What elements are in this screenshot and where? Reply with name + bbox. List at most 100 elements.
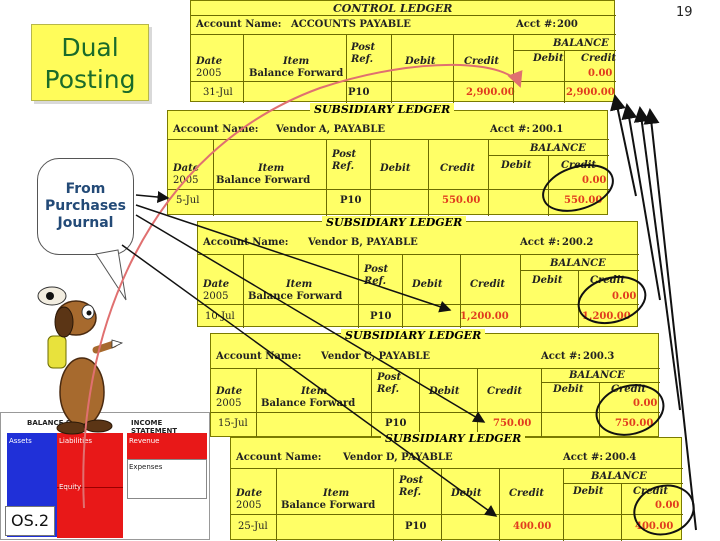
ref-header: Ref. — [332, 161, 355, 172]
income-statement-label: INCOME STATEMENT — [131, 419, 178, 435]
subsidiary-ledger-vendor-b: SUBSIDIARY LEDGER Account Name: Vendor B… — [197, 216, 639, 328]
liabilities-block — [57, 433, 123, 487]
assets-label: Assets — [9, 437, 32, 445]
account-name: ACCOUNTS PAYABLE — [291, 19, 411, 30]
entry-ref: P10 — [370, 311, 392, 322]
entry-balance: 2,900.00 — [566, 87, 615, 98]
date-header: Date — [236, 488, 263, 499]
highlight-oval-vendor-d — [633, 484, 695, 536]
debit-header: Debit — [429, 386, 460, 397]
control-ledger: CONTROL LEDGER Account Name: ACCOUNTS PA… — [190, 0, 616, 103]
objective-label: OS.2 — [5, 506, 55, 536]
entry-credit: 750.00 — [493, 418, 532, 429]
ref-header: Ref. — [351, 54, 374, 65]
ledger-caption: SUBSIDIARY LEDGER — [381, 432, 526, 445]
arrow-a-to-control — [610, 94, 637, 197]
item-header: Item — [283, 56, 310, 67]
entry-ref: P10 — [385, 418, 407, 429]
expenses-label: Expenses — [129, 463, 163, 471]
arrow-to-vendor-c — [135, 214, 486, 423]
entry-ref: P10 — [348, 87, 370, 98]
subsidiary-ledger-vendor-a: SUBSIDIARY LEDGER Account Name: Vendor A… — [167, 103, 609, 216]
revenue-block — [127, 433, 207, 459]
entry-date: 5-Jul — [176, 195, 200, 206]
entry-balance: 750.00 — [615, 418, 654, 429]
ref-header: Ref. — [364, 276, 387, 287]
item-header: Item — [301, 386, 328, 397]
account-label: Account Name: — [216, 351, 302, 362]
credit-header: Credit — [440, 163, 475, 174]
account-name: Vendor B, PAYABLE — [308, 237, 418, 248]
balance-credit-header: Credit — [633, 486, 668, 497]
title-line-2: Posting — [44, 65, 136, 94]
equity-label: Equity — [59, 483, 82, 491]
entry-date: 15-Jul — [218, 418, 248, 429]
year: 2005 — [203, 291, 229, 302]
acct-label: Acct #: — [541, 351, 582, 362]
post-header: Post — [364, 264, 389, 275]
ledger-caption: SUBSIDIARY LEDGER — [310, 103, 455, 116]
arrow-b-to-control — [621, 103, 661, 301]
subsidiary-ledger-vendor-d: SUBSIDIARY LEDGER Account Name: Vendor D… — [230, 432, 683, 541]
entry-credit: 550.00 — [442, 195, 481, 206]
entry-balance: 400.00 — [635, 521, 674, 532]
balance-debit-header: Debit — [532, 275, 563, 286]
opening-balance: 0.00 — [612, 291, 637, 302]
item-header: Item — [323, 488, 350, 499]
post-header: Post — [399, 475, 424, 486]
credit-header: Credit — [470, 279, 505, 290]
acct-number: 200.1 — [532, 124, 564, 135]
arrow-c-to-control — [633, 106, 681, 411]
ref-header: Ref. — [377, 384, 400, 395]
item-header: Item — [258, 163, 285, 174]
arrow-to-vendor-d — [121, 244, 498, 517]
balance-debit-header: Debit — [501, 160, 532, 171]
entry-ref: P10 — [405, 521, 427, 532]
red-posting-arrow — [82, 63, 523, 509]
bubble-line-2: Purchases — [44, 198, 126, 214]
expenses-block — [127, 459, 207, 499]
date-header: Date — [216, 386, 243, 397]
acct-number: 200 — [557, 19, 578, 30]
entry-ref: P10 — [340, 195, 362, 206]
opening-balance: 0.00 — [588, 68, 613, 79]
arrow-d-to-control — [643, 108, 697, 531]
item-sub: Balance Forward — [216, 175, 311, 186]
item-sub: Balance Forward — [249, 68, 344, 79]
ledger-caption: CONTROL LEDGER — [333, 2, 453, 15]
entry-balance: 1,200.00 — [582, 311, 631, 322]
balance-debit-header: Debit — [553, 384, 584, 395]
revenue-label: Revenue — [129, 437, 160, 445]
debit-header: Debit — [412, 279, 443, 290]
acct-label: Acct #: — [490, 124, 531, 135]
account-name: Vendor C, PAYABLE — [321, 351, 431, 362]
acct-label: Acct #: — [520, 237, 561, 248]
year: 2005 — [196, 68, 222, 79]
year: 2005 — [216, 398, 242, 409]
balance-debit-header: Debit — [573, 486, 604, 497]
speech-bubble: From Purchases Journal — [37, 158, 134, 255]
acct-number: 200.4 — [605, 452, 637, 463]
balance-header: BALANCE — [553, 38, 609, 49]
year: 2005 — [236, 500, 262, 511]
balance-credit-header: Credit — [590, 275, 625, 286]
entry-date: 25-Jul — [238, 521, 268, 532]
credit-header: Credit — [464, 56, 499, 67]
acct-label: Acct #: — [563, 452, 604, 463]
arrow-to-vendor-b — [135, 204, 452, 313]
entry-credit: 400.00 — [513, 521, 552, 532]
credit-header: Credit — [509, 488, 544, 499]
acct-label: Acct #: — [516, 19, 557, 30]
opening-balance: 0.00 — [582, 175, 607, 186]
entry-credit: 1,200.00 — [460, 311, 509, 322]
item-sub: Balance Forward — [281, 500, 376, 511]
liabilities-label: Liabilities — [59, 437, 93, 445]
date-header: Date — [173, 163, 200, 174]
credit-header: Credit — [487, 386, 522, 397]
equity-block — [57, 487, 123, 538]
post-header: Post — [332, 149, 357, 160]
debit-header: Debit — [380, 163, 411, 174]
ref-header: Ref. — [399, 487, 422, 498]
page-number: 19 — [676, 5, 693, 20]
